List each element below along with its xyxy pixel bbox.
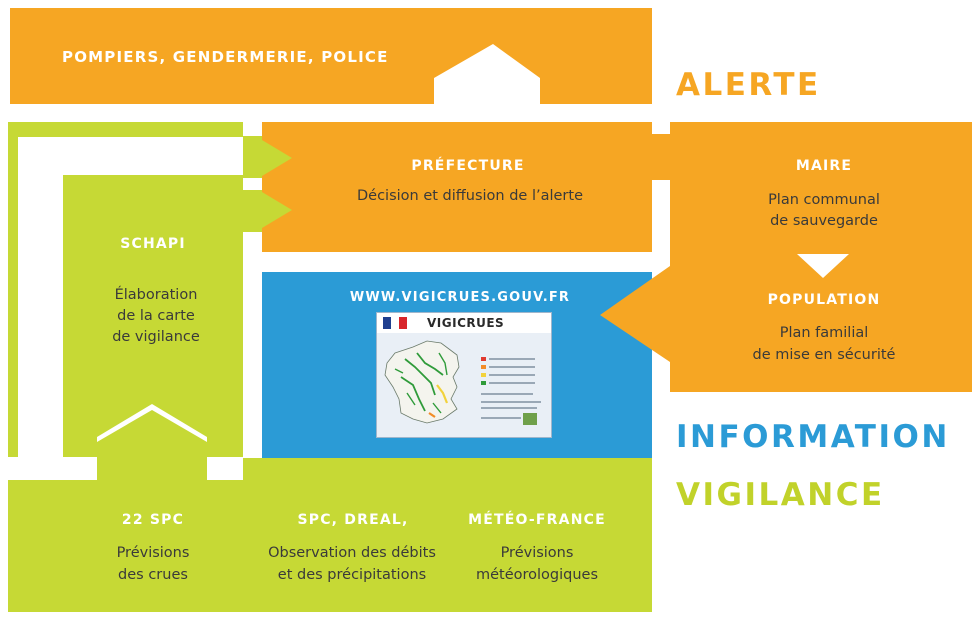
pompiers-bar [10, 8, 652, 104]
sources-bar [8, 410, 652, 612]
schapi-desc-line1: Élaboration [114, 287, 198, 303]
tricolor-flag-icon [383, 317, 407, 329]
prefecture-title: PRÉFECTURE [411, 158, 525, 174]
alerte-title: ALERTE [676, 67, 821, 103]
legend-orange [481, 365, 486, 369]
maire-arrow-head [652, 134, 768, 180]
information-title: INFORMATION [676, 419, 950, 455]
down-arrow-icon [797, 254, 849, 278]
spc-desc-line1: Prévisions [116, 545, 190, 561]
maire-box [600, 122, 972, 392]
spc-title: 22 SPC [121, 512, 185, 528]
dreal-desc-line1: Observation des débits [268, 545, 436, 561]
website-url[interactable]: WWW.VIGICRUES.GOUV.FR [349, 290, 571, 305]
spc-desc-line2: des crues [118, 567, 188, 583]
meteo-title: MÉTÉO-FRANCE [468, 512, 606, 528]
river-green-1 [400, 352, 444, 412]
maire-desc-line1: Plan communal [768, 192, 880, 208]
dreal-title: SPC, DREAL, [297, 512, 409, 528]
river-orange [428, 412, 436, 418]
thumbnail-header: VIGICRUES [377, 313, 551, 333]
meteo-desc-line1: Prévisions [500, 545, 574, 561]
meteo-desc-line2: météorologiques [475, 567, 599, 583]
green-inner-arrow [70, 184, 243, 457]
prefecture-desc: Décision et diffusion de l’alerte [357, 188, 583, 204]
maire-desc-line2: de sauvegarde [770, 213, 878, 229]
legend-green [481, 381, 486, 385]
pompiers-title: POMPIERS, GENDERMERIE, POLICE [62, 48, 389, 66]
population-title: POPULATION [767, 292, 881, 308]
schapi-desc-line3: de vigilance [112, 329, 200, 345]
legend-red [481, 357, 486, 361]
river-green-2 [394, 352, 448, 414]
thumbnail-brand: VIGICRUES [427, 316, 505, 330]
france-map-thumbnail [377, 333, 551, 437]
france-map-shape [384, 340, 460, 424]
prefecture-box [262, 122, 652, 252]
schapi-desc-line2: de la carte [117, 308, 195, 324]
thumbnail-inset-map [523, 413, 537, 425]
maire-title: MAIRE [795, 158, 853, 174]
dreal-desc-line2: et des précipitations [277, 567, 427, 583]
population-desc-line1: Plan familial [779, 325, 869, 341]
river-yellow [436, 384, 449, 404]
green-inner-frame [18, 137, 243, 457]
thumbnail-text-lines [481, 358, 541, 419]
vigilance-title: VIGILANCE [676, 477, 885, 513]
population-desc-line2: de mise en sécurité [752, 347, 896, 363]
legend-yellow [481, 373, 486, 377]
schapi-title: SCHAPI [120, 236, 186, 252]
vigicrues-website-thumbnail: VIGICRUES [376, 312, 552, 438]
